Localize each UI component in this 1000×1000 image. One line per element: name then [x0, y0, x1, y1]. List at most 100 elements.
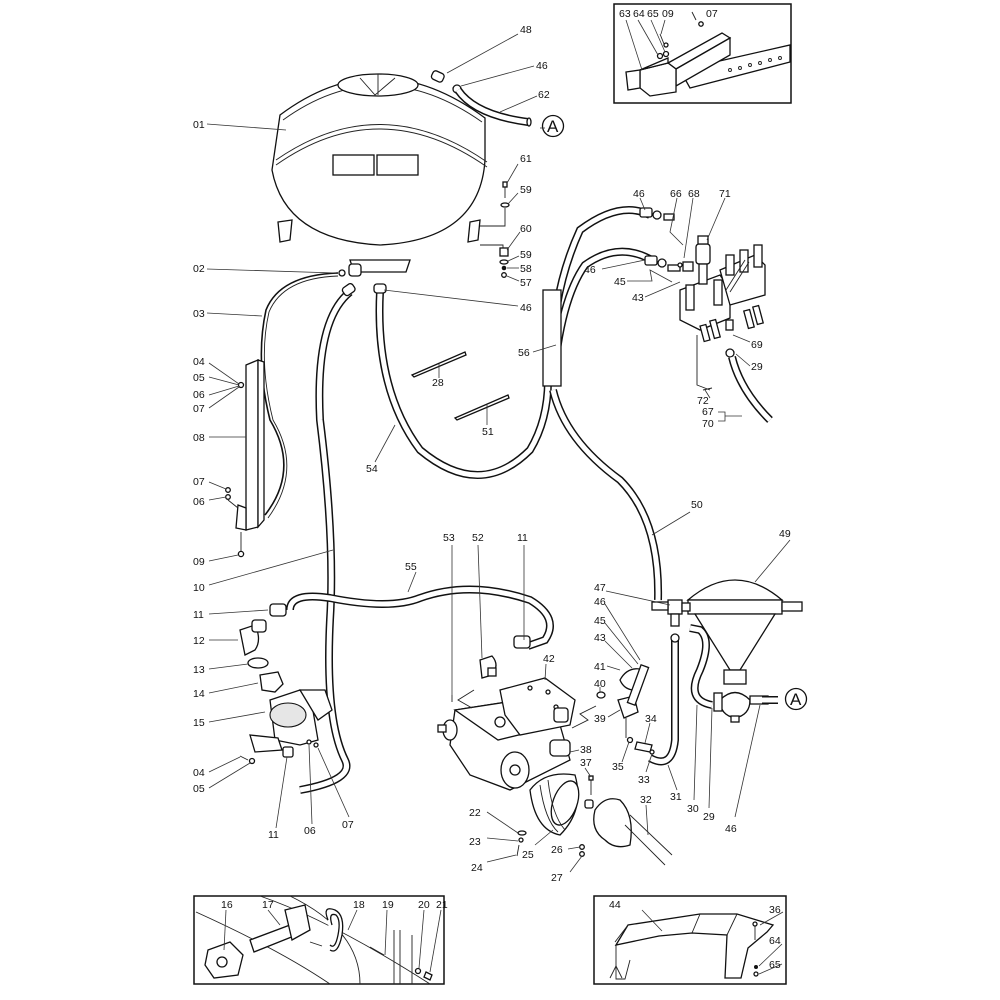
label-38: 38 — [580, 744, 592, 756]
label-52: 52 — [472, 532, 484, 544]
label-09: 09 — [193, 556, 205, 568]
label-53: 53 — [443, 532, 455, 544]
filter-dome — [686, 579, 784, 601]
control-valve-assembly — [601, 197, 773, 423]
label-06-valve: 06 — [304, 825, 316, 837]
rail-holes — [728, 56, 782, 72]
suction-valve-assembly — [239, 619, 333, 765]
label-58: 58 — [520, 263, 532, 275]
inset-border — [193, 895, 445, 985]
ring-13 — [247, 657, 269, 669]
pto-shaft-32 — [624, 814, 673, 866]
label-49: 49 — [779, 528, 791, 540]
label-59-lower: 59 — [520, 249, 532, 261]
o-ring-35 — [626, 736, 634, 744]
connector-a-filter — [784, 687, 808, 711]
bracket-channel — [245, 359, 259, 531]
tank-foot-left — [277, 219, 293, 243]
tank-assembly: A — [271, 70, 565, 273]
label-47: 47 — [594, 582, 606, 594]
label-69: 69 — [751, 339, 763, 351]
label-45-pump: 45 — [594, 615, 606, 627]
frame-rail — [679, 44, 791, 89]
label-11-lower: 11 — [268, 829, 279, 841]
tank-label-left — [332, 154, 375, 176]
label-27: 27 — [551, 872, 563, 884]
hose-55 — [287, 586, 553, 649]
hose-sleeve-56 — [542, 289, 562, 387]
fitting-02 — [338, 269, 346, 277]
filter-band — [687, 599, 783, 615]
label-02: 02 — [193, 263, 205, 275]
tee-fitting-47 — [667, 599, 683, 615]
label-67: 67 — [702, 406, 714, 418]
bolt-04-05-06-07 — [237, 381, 245, 389]
clamp-46-tank-bottom — [373, 283, 387, 294]
label-07-bracket: 07 — [193, 403, 205, 415]
label-26: 26 — [551, 844, 563, 856]
label-35: 35 — [612, 761, 624, 773]
label-43-pump: 43 — [594, 632, 606, 644]
flange-17 — [284, 904, 311, 941]
pto-shaft-guard — [593, 798, 632, 848]
label-30: 30 — [687, 803, 699, 815]
label-14: 14 — [193, 688, 205, 700]
hose-54 — [377, 291, 551, 478]
nut-64 — [754, 965, 758, 969]
label-37: 37 — [580, 757, 592, 769]
hose-31 — [648, 640, 678, 764]
label-45-valve: 45 — [614, 276, 626, 288]
label-60: 60 — [520, 223, 532, 235]
bolt-07 — [691, 11, 697, 21]
label-46-valve-top: 46 — [633, 188, 645, 200]
label-11-pump: 11 — [517, 532, 528, 544]
hose-30 — [689, 625, 713, 708]
label-62: 62 — [538, 89, 550, 101]
nut-20 — [414, 967, 422, 975]
washer-65 — [662, 50, 670, 58]
label-09: 09 — [662, 8, 674, 20]
nut-64 — [656, 52, 664, 60]
bracket-08 — [208, 359, 334, 586]
label-39: 39 — [594, 713, 606, 725]
fitting-19 — [369, 946, 385, 956]
label-29-filter: 29 — [703, 811, 715, 823]
label-17: 17 — [262, 899, 274, 911]
label-41: 41 — [594, 661, 606, 673]
label-07: 07 — [706, 8, 718, 20]
label-46-pump: 46 — [594, 596, 606, 608]
label-19: 19 — [382, 899, 394, 911]
pump-cover-38 — [549, 739, 571, 757]
label-66: 66 — [670, 188, 682, 200]
label-12: 12 — [193, 635, 205, 647]
suction-filter-49: A — [648, 539, 808, 766]
washer-05 — [248, 757, 256, 765]
inset-pump-drive — [193, 895, 445, 985]
fitting-69 — [725, 319, 734, 331]
bracket-end-plate — [625, 69, 641, 91]
clamp-29-valve — [725, 348, 735, 358]
label-54: 54 — [366, 463, 378, 475]
tank-foot-right — [467, 219, 481, 243]
tank-outlet-elbow — [348, 263, 362, 277]
label-29-valve: 29 — [751, 361, 763, 373]
label-71: 71 — [719, 188, 731, 200]
label-51: 51 — [482, 426, 494, 438]
inset-guard — [593, 895, 787, 985]
inset-frame-bracket: 63 64 65 09 07 — [613, 3, 792, 104]
label-05-bracket: 05 — [193, 372, 205, 384]
tank-mount-hardware — [480, 163, 521, 282]
label-08: 08 — [193, 432, 205, 444]
guard-44 — [614, 913, 775, 979]
label-33: 33 — [638, 774, 650, 786]
label-07-lower: 07 — [193, 476, 205, 488]
label-46-filter: 46 — [725, 823, 737, 835]
label-06-lower: 06 — [193, 496, 205, 508]
label-34: 34 — [645, 713, 657, 725]
label-44: 44 — [609, 899, 621, 911]
label-07-valve: 07 — [342, 819, 354, 831]
label-05-valve: 05 — [193, 783, 205, 795]
clamp-11-pump — [513, 635, 531, 649]
tank-label-right — [376, 154, 419, 176]
